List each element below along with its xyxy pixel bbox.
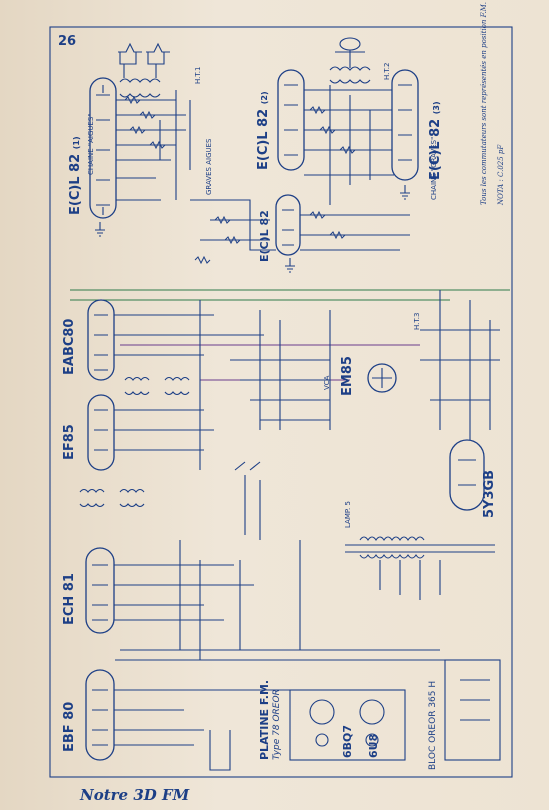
wires-middle-vert [199, 300, 331, 470]
wires-mid-vert [329, 85, 371, 205]
ecl82-2b-text: E(C)L 82 [258, 210, 271, 262]
antenna-terminal [209, 730, 231, 771]
tube-ecl82-3 [391, 69, 419, 181]
ecl82-3-sub: (3) [432, 101, 441, 115]
tube-em85 [367, 363, 397, 393]
bus-purple [120, 344, 420, 381]
tube-5y3gb [449, 439, 485, 511]
tube-ecl82-1 [89, 77, 117, 219]
tube-ech81 [85, 547, 115, 634]
tube-ef85 [87, 394, 115, 471]
label-ecl82-2: E(C)L 82 (2) [256, 91, 271, 170]
ecl82-2-text: E(C)L 82 [256, 108, 271, 170]
ecl82-1-sub: (1) [72, 136, 81, 150]
bloc-oreor-box [444, 659, 501, 761]
label-ebf80: EBF 80 [62, 701, 77, 752]
tube-ebf80 [85, 669, 115, 761]
label-ht3: H.T.3 [413, 312, 421, 331]
wires-lower-vert [179, 540, 301, 660]
label-vca: VCA [323, 375, 331, 390]
power-transformer [345, 536, 495, 600]
nota-note: NOTA : C.025 pF [497, 144, 505, 205]
output-transformer-1 [119, 78, 161, 98]
wires-supply [420, 290, 500, 440]
label-lamp: LAMP. 5 [344, 501, 352, 528]
label-ht2: H.T.2 [383, 62, 391, 81]
page-caption: Notre 3D FM [80, 786, 190, 804]
tube-ecl82-2b [275, 194, 301, 256]
ground-symbols [95, 185, 410, 273]
label-ef85: EF85 [62, 424, 77, 460]
tube-ecl82-2 [277, 69, 305, 171]
switch-bank [234, 461, 261, 540]
label-ecl82-2b: E(C)L 82 [258, 210, 271, 262]
resistors-top [124, 95, 356, 265]
platine-fm-box [289, 689, 406, 761]
label-ech81: ECH 81 [62, 573, 77, 625]
speaker-graves [335, 37, 365, 68]
ecl82-1-text: E(C)L 82 [68, 153, 83, 215]
label-platine-fm: PLATINE F.M. [258, 679, 271, 760]
label-chaine-graves: CHAINE "GRAVES" [430, 136, 438, 200]
label-platine-type: Type 78 OREOR [272, 689, 282, 760]
switch-position-note: Tous les commutateurs sont représentés e… [480, 1, 488, 205]
wires-graves-lower [300, 214, 410, 251]
output-transformer-2 [329, 66, 371, 84]
wires-ratio-detector [230, 359, 330, 421]
label-6bq7: 6BQ7 [341, 724, 354, 758]
label-ecl82-1: E(C)L 82 (1) [68, 136, 83, 215]
label-em85: EM85 [340, 356, 355, 396]
speakers-aigues [118, 42, 170, 78]
label-chaine-aigues: CHAINE "AIGUES" [87, 113, 95, 175]
label-5y3gb: 5Y3GB [482, 469, 497, 518]
frame-border [49, 26, 513, 778]
label-6u8: 6U8 [367, 733, 380, 758]
tube-eabc80 [87, 299, 115, 381]
wires-middle [114, 314, 264, 451]
label-eabc80: EABC80 [62, 318, 77, 375]
wires-ecl82-23 [304, 89, 394, 176]
bus-ht-green [70, 289, 510, 301]
page-number: 26 [58, 34, 77, 49]
if-transformers [79, 376, 190, 508]
wires-lower-bus [115, 649, 445, 661]
wires-ecl82-1-vert [159, 90, 191, 200]
label-bloc-oreor: BLOC OREOR 365 H [428, 680, 438, 770]
ecl82-2-sub: (2) [260, 91, 269, 105]
label-ht1: H.T.1 [194, 66, 202, 85]
label-graves-aigues: GRAVES AIGUES [205, 138, 213, 196]
wires-lower [114, 564, 294, 746]
